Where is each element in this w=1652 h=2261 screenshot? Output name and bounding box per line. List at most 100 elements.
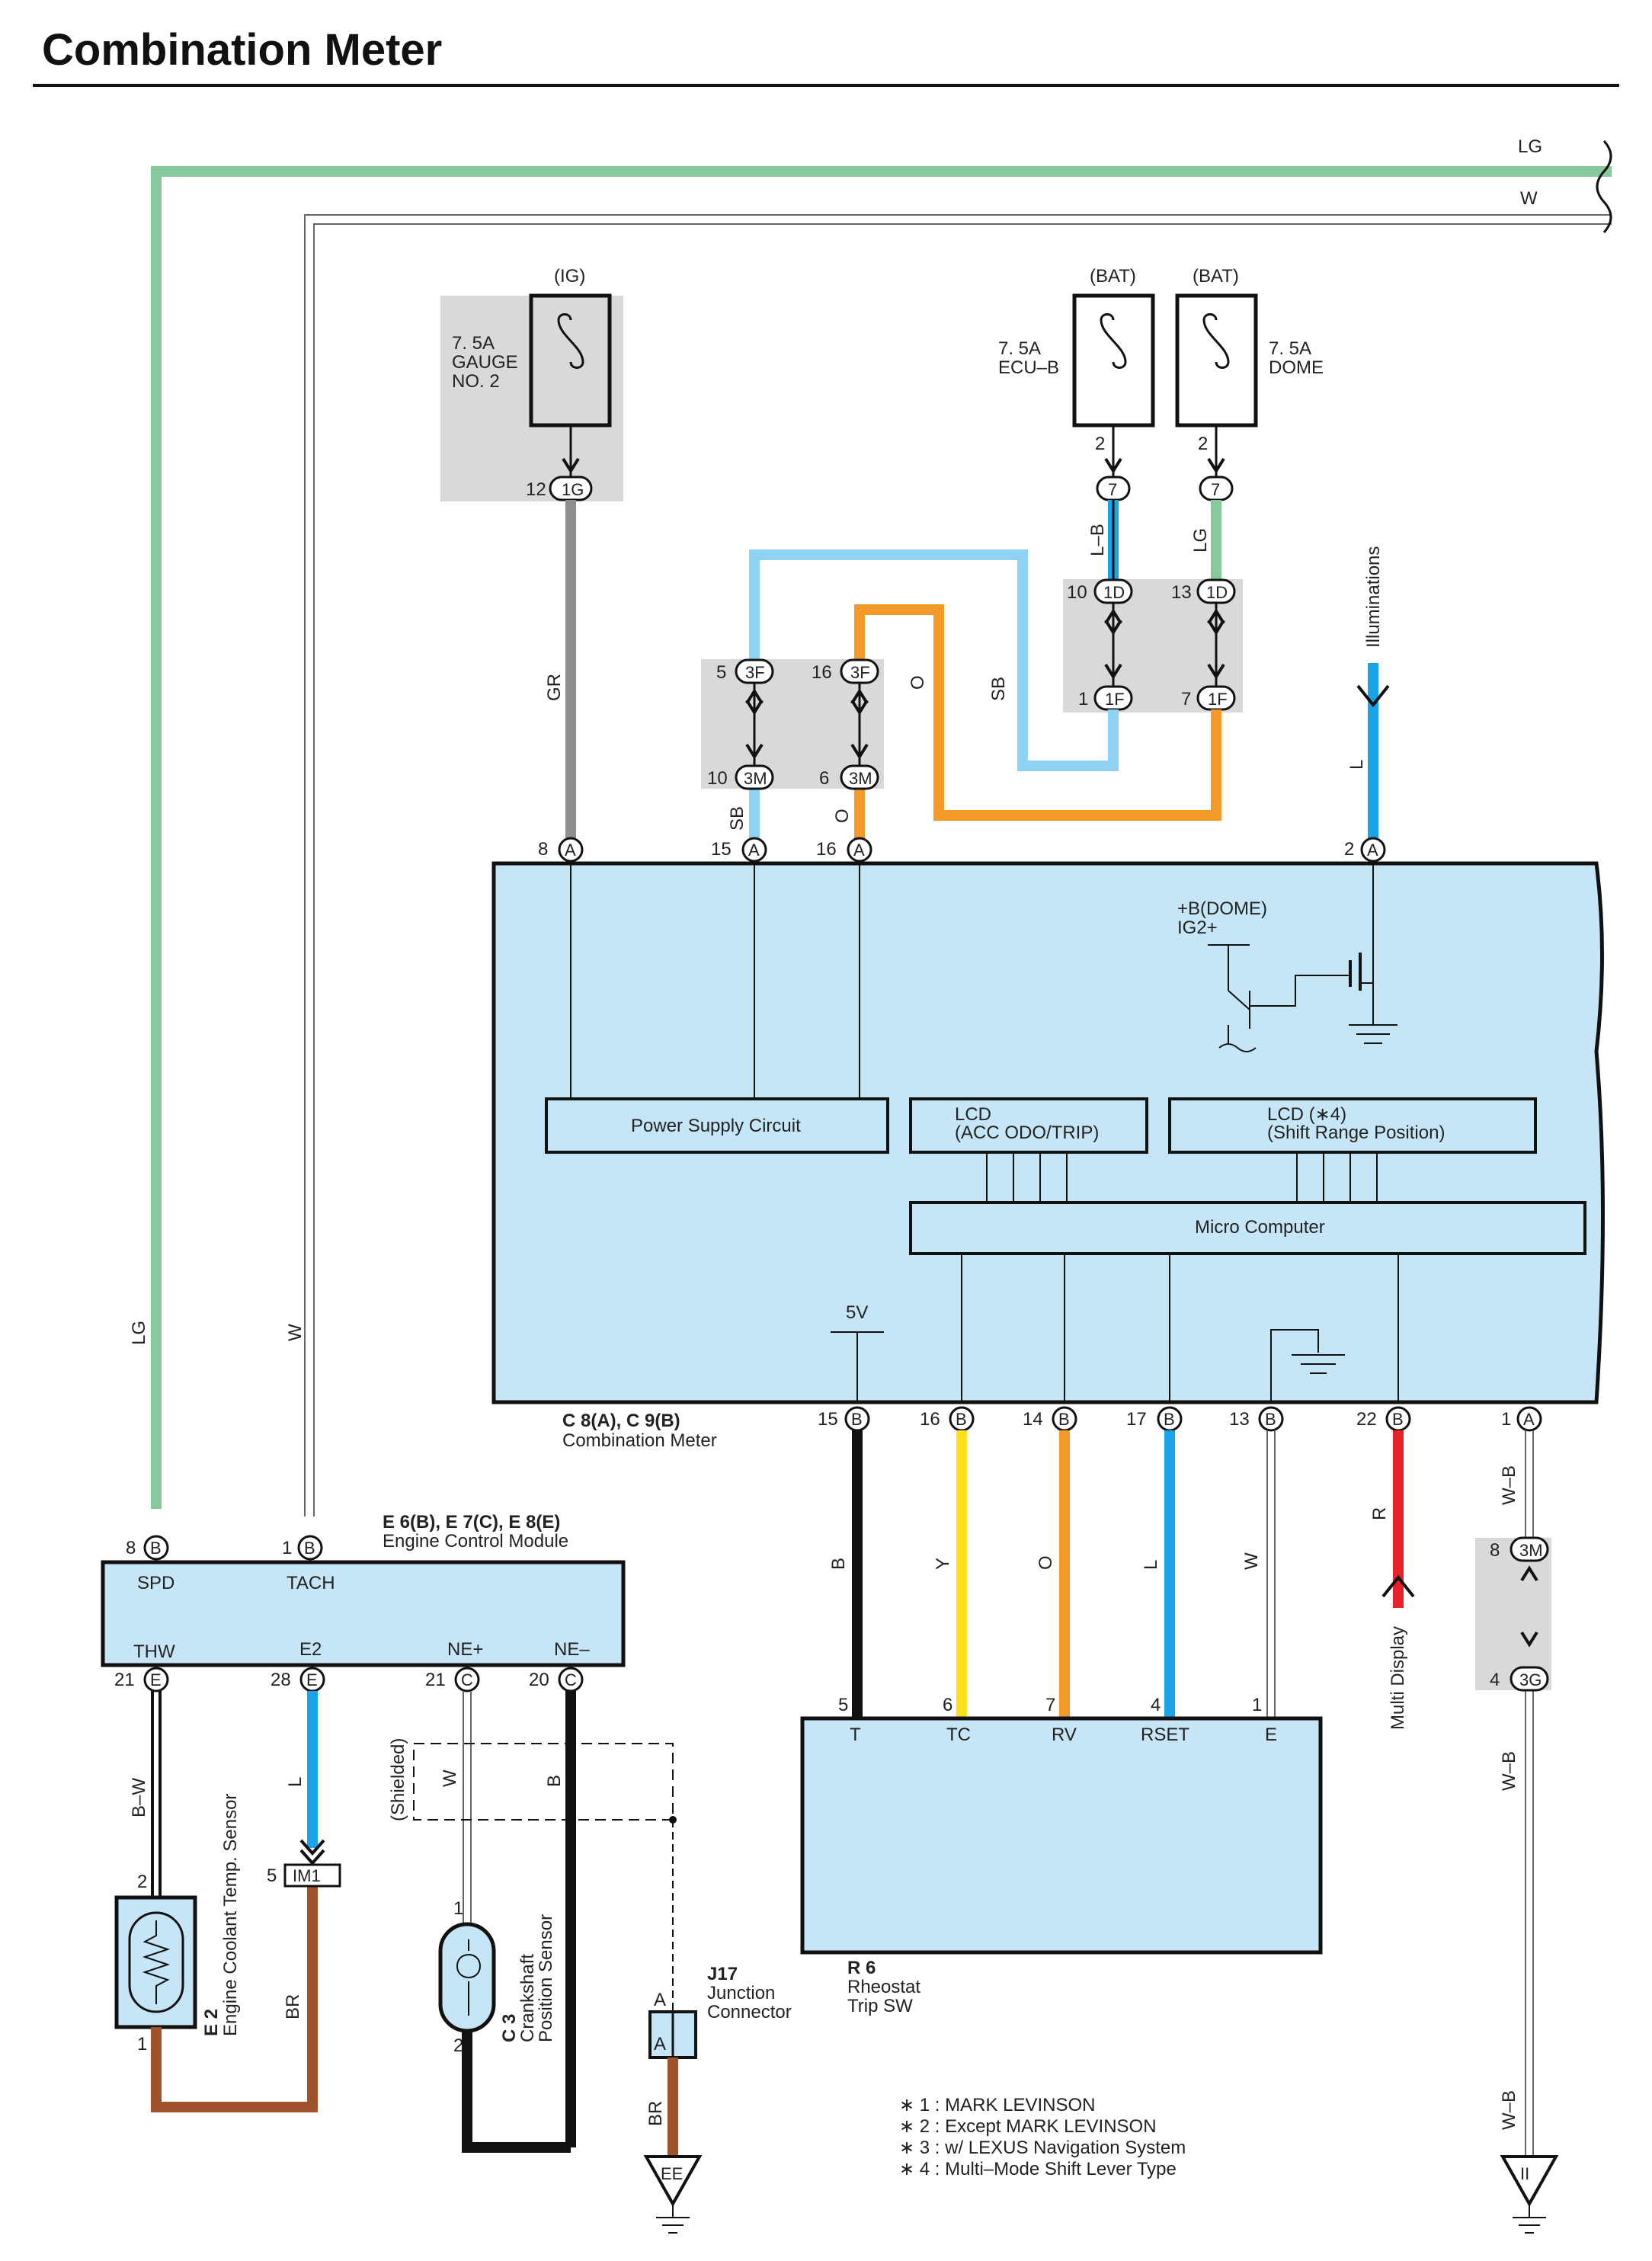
w-bus-wire-outer [304, 214, 1612, 1516]
svg-text:B: B [1392, 1410, 1404, 1429]
connector-3m-left: 3M [744, 769, 767, 788]
connector-im1 [283, 1863, 341, 1888]
svg-text:22: 22 [1356, 1409, 1377, 1430]
ground-icon [656, 2204, 690, 2234]
ecu-b-name: ECU–B [998, 357, 1059, 378]
svg-text:A: A [565, 841, 576, 860]
connector-3f-right: 3F [850, 663, 870, 682]
power-supply-circuit [545, 1097, 889, 1154]
lcd-shift-range [1168, 1097, 1537, 1154]
pin-1d-right: 13 [1171, 582, 1192, 603]
connector-3f-left: 3F [745, 663, 765, 682]
transistor-icon [1228, 975, 1350, 1029]
ecu-b-fuse [1072, 293, 1155, 428]
svg-text:15: 15 [818, 1409, 838, 1430]
connector-1g-label: 1G [562, 480, 584, 499]
ecm-name: Engine Control Module [383, 1531, 568, 1552]
ecm-bottom-pins: E21 E28 C21 C20 [114, 1667, 584, 1693]
connector-3g-side: 3G [1519, 1670, 1542, 1689]
pin-3g-side: 4 [1490, 1670, 1500, 1690]
wire-label-wb3: W–B [1499, 2090, 1519, 2130]
svg-text:16: 16 [816, 839, 837, 860]
ecm-tach: TACH [287, 1573, 335, 1593]
ground-ii-label: II [1520, 2164, 1529, 2183]
svg-text:B: B [851, 1410, 863, 1429]
ecm-id: E 6(B), E 7(C), E 8(E) [383, 1512, 560, 1532]
svg-text:21: 21 [114, 1670, 135, 1690]
br-wire [151, 1886, 318, 2112]
wire-label-sb2: SB [727, 806, 748, 831]
svg-text:7: 7 [1045, 1695, 1055, 1715]
pin-1f-left: 1 [1078, 689, 1088, 709]
wire-label-w4: W [440, 1769, 460, 1787]
lcd-odo-trip [909, 1097, 1148, 1154]
connector-1d-left: 1D [1103, 583, 1125, 602]
rheostat-id: R 6 [847, 1958, 876, 1978]
rheostat-name1: Rheostat [847, 1977, 920, 1997]
rheostat-box [800, 1716, 1323, 1955]
lcd2-line2: (Shift Range Position) [1267, 1122, 1445, 1143]
page-title: Combination Meter [42, 25, 442, 75]
ground-ee-label: EE [661, 2164, 683, 2183]
connector-7-dome-label: 7 [1211, 480, 1220, 499]
combination-meter-box [491, 861, 1605, 1404]
micro-computer [909, 1201, 1586, 1255]
c3-pin-bottom: 2 [453, 2035, 463, 2056]
c3-name1: Crankshaft [517, 1954, 538, 2042]
svg-text:13: 13 [1229, 1409, 1250, 1430]
svg-text:16: 16 [920, 1409, 940, 1430]
lcd1-line2: (ACC ODO/TRIP) [955, 1122, 1099, 1143]
bdome-label: +B(DOME) [1177, 898, 1267, 919]
break-symbol [1596, 139, 1612, 234]
connector-7-ecu-label: 7 [1108, 480, 1117, 499]
rheostat-name2: Trip SW [847, 1996, 913, 2016]
wire-label-l: L [1346, 760, 1367, 770]
j17-name2: Connector [707, 2002, 792, 2022]
notes-list: ∗ 1 : MARK LEVINSON ∗ 2 : Except MARK LE… [899, 2095, 1186, 2179]
micro-label: Micro Computer [1195, 1217, 1325, 1238]
w-bus-wire-inner [313, 223, 1612, 1516]
wire-label-w: W [1520, 188, 1538, 209]
svg-text:∗ 4 : Multi–Mode Shift Lever T: ∗ 4 : Multi–Mode Shift Lever Type [899, 2159, 1177, 2179]
j17-pin-a2: A [654, 2034, 666, 2054]
svg-text:20: 20 [529, 1670, 549, 1690]
sb-wire [749, 549, 1119, 850]
wire-label-wb2: W–B [1499, 1751, 1519, 1791]
illuminations-label: Illuminations [1363, 546, 1384, 648]
svg-text:A: A [1367, 841, 1378, 860]
pin-1f-right: 7 [1181, 689, 1191, 709]
svg-text:6: 6 [943, 1695, 952, 1715]
ig2-label: IG2+ [1177, 918, 1218, 938]
svg-text:4: 4 [1151, 1695, 1161, 1715]
arrow-down-icon [299, 1839, 325, 1866]
thermistor-icon [142, 1920, 171, 2004]
wire-label-o2: O [832, 809, 853, 823]
meter-bottom-pins: B15 B16 B14 B17 B13 B22 A1 [818, 1406, 1542, 1432]
wire-label-lg2: LG [1190, 528, 1211, 552]
v5-label: 5V [846, 1302, 868, 1323]
wire-label-sb: SB [988, 677, 1009, 701]
gauge-fuse-name1: GAUGE [452, 352, 518, 373]
connector-1f-left: 1F [1105, 690, 1125, 709]
e2-name: Engine Coolant Temp. Sensor [220, 1794, 241, 2036]
svg-text:T: T [850, 1725, 861, 1745]
svg-text:∗ 2 : Except MARK LEVINSON: ∗ 2 : Except MARK LEVINSON [899, 2116, 1157, 2137]
svg-text:B: B [1164, 1410, 1175, 1429]
gauge-fuse-rating: 7. 5A [452, 333, 495, 354]
meter-name: Combination Meter [562, 1430, 717, 1451]
im1-pin: 5 [267, 1865, 277, 1886]
ground-icon [1513, 2204, 1546, 2234]
wire-label-lg3: LG [129, 1321, 149, 1345]
svg-text:RV: RV [1052, 1725, 1077, 1745]
fuse-icon [1202, 313, 1230, 369]
o-wire [854, 604, 1221, 850]
ecm-thw: THW [133, 1641, 175, 1662]
dome-pin: 2 [1198, 434, 1208, 454]
svg-text:21: 21 [425, 1670, 446, 1690]
pin-3m-side: 8 [1490, 1540, 1500, 1561]
svg-text:8: 8 [538, 839, 548, 860]
ecm-pin-tach-conn: B [304, 1539, 315, 1558]
svg-text:A: A [748, 841, 760, 860]
ecu-b-pin: 2 [1095, 434, 1105, 454]
